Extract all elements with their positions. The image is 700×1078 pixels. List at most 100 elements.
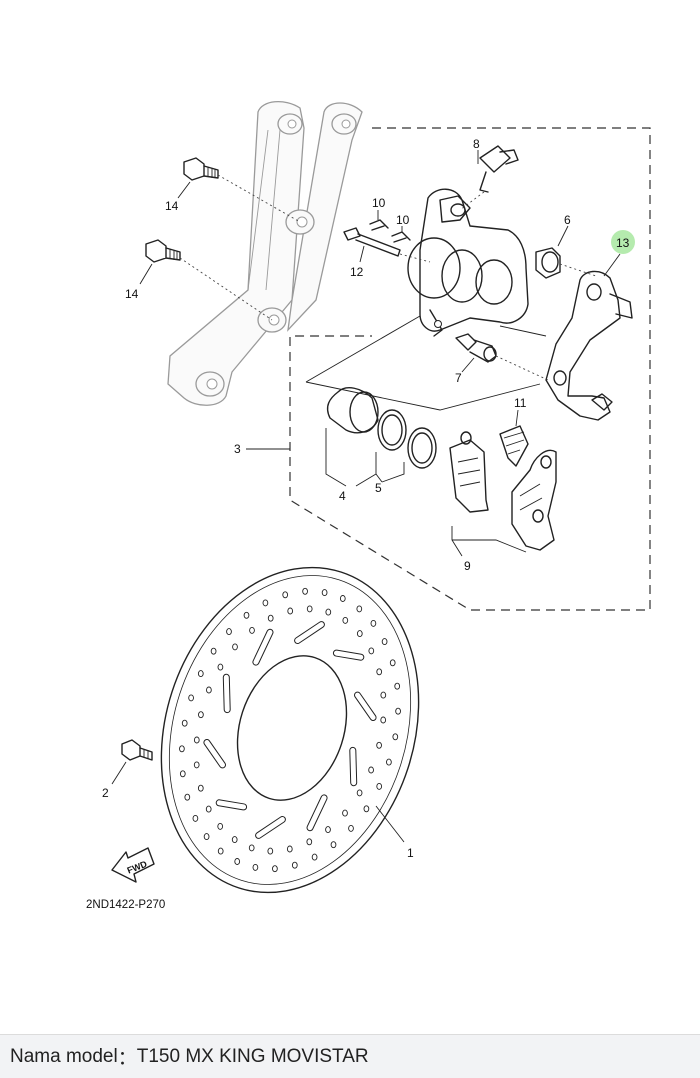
vent-hole (217, 663, 224, 671)
disc-slot (216, 800, 247, 810)
caliper-assembly-box (289, 127, 651, 611)
diagram-code: 2ND1422-P270 (86, 899, 165, 911)
brake-disc-1 (160, 566, 420, 894)
disc-slot (204, 740, 225, 768)
pad-pin-12 (343, 227, 401, 257)
vent-hole (210, 647, 217, 655)
vent-hole (386, 758, 392, 766)
vent-hole (339, 595, 346, 602)
highlight-marker-13 (611, 230, 635, 254)
vent-hole (363, 805, 370, 813)
vent-hole (267, 847, 274, 855)
slide-pin-7 (455, 333, 497, 363)
vent-hole (356, 630, 363, 638)
callout-13: 13 (616, 236, 630, 250)
vent-hole (217, 822, 224, 830)
vent-hole (179, 745, 185, 753)
model-name: T150 MX KING MOVISTAR (136, 1045, 369, 1067)
vent-hole (380, 691, 387, 699)
vent-hole (287, 607, 294, 615)
vent-hole (368, 766, 374, 774)
vent-hole (376, 741, 382, 749)
model-label: Nama model (10, 1045, 118, 1067)
vent-hole (243, 611, 250, 619)
vent-hole (376, 668, 383, 676)
vent-hole (395, 707, 401, 715)
disc-vent-holes (179, 587, 401, 873)
caliper-body (407, 188, 529, 337)
vent-hole (356, 605, 363, 613)
callout-7: 7 (455, 371, 462, 385)
vent-hole (192, 814, 199, 822)
callout-9: 9 (464, 559, 471, 573)
disc-slot (223, 674, 230, 713)
vent-hole (203, 833, 210, 841)
vent-hole (248, 844, 255, 852)
vent-hole (368, 647, 375, 655)
callout-4: 4 (339, 489, 346, 503)
vent-hole (206, 686, 212, 694)
vent-hole (394, 682, 401, 690)
vent-hole (193, 736, 200, 744)
vent-hole (380, 716, 387, 724)
callout-6: 6 (564, 213, 571, 227)
vent-hole (272, 865, 278, 873)
callout-1: 1 (407, 846, 414, 860)
vent-hole (179, 770, 186, 778)
vent-hole (392, 733, 399, 741)
clip-10-right (391, 231, 411, 243)
seal-5 (377, 409, 437, 469)
vent-hole (231, 836, 238, 844)
callout-10-right: 10 (396, 213, 410, 227)
bolt-14-lower (145, 239, 181, 263)
brake-pad-9-right (511, 449, 557, 551)
vent-hole (181, 719, 188, 727)
callout-10-left: 10 (372, 196, 386, 210)
vent-hole (217, 847, 224, 855)
disc-slot (307, 795, 327, 831)
vent-hole (234, 858, 241, 865)
clip-10-left (369, 219, 389, 231)
vent-hole (348, 824, 354, 832)
vent-hole (311, 853, 318, 861)
disc-slot (355, 692, 376, 720)
callout-8: 8 (473, 137, 480, 151)
vent-hole (286, 845, 293, 853)
slide-pin-boot-6 (535, 247, 561, 279)
disc-slot (295, 622, 324, 643)
callout-5: 5 (375, 481, 382, 495)
parts-diagram-svg: FWD 8 10 10 6 13 12 14 14 7 11 3 4 5 9 2… (86, 101, 651, 911)
fork-leg-outline (167, 101, 363, 406)
vent-hole (226, 628, 232, 636)
vent-hole (306, 605, 313, 613)
vent-hole (302, 587, 308, 595)
vent-hole (330, 841, 337, 849)
vent-hole (342, 809, 348, 817)
vent-hole (389, 659, 396, 667)
vent-hole (197, 784, 204, 792)
vent-hole (325, 608, 332, 616)
callout-11: 11 (514, 396, 527, 410)
callout-14-lower: 14 (125, 287, 139, 301)
vent-hole (291, 861, 298, 869)
disc-slot (256, 817, 285, 838)
vent-hole (232, 643, 238, 651)
callout-3: 3 (234, 442, 241, 456)
bleeder-screw-8 (479, 145, 519, 193)
callout-14-upper: 14 (165, 199, 179, 213)
vent-hole (356, 789, 363, 797)
vent-hole (252, 863, 259, 871)
vent-hole (193, 761, 200, 769)
bolt-14-upper (183, 157, 219, 181)
model-info-bar: Nama model：T150 MX KING MOVISTAR (0, 1034, 700, 1078)
brake-pad-9-left (449, 431, 489, 513)
vent-hole (198, 711, 204, 719)
vent-hole (267, 614, 274, 622)
fwd-arrow-icon: FWD (111, 847, 155, 883)
vent-hole (184, 793, 191, 801)
vent-hole (321, 589, 328, 597)
vent-hole (282, 591, 289, 599)
pad-spring-11 (499, 425, 529, 467)
vent-hole (262, 599, 269, 607)
vent-hole (381, 638, 388, 646)
